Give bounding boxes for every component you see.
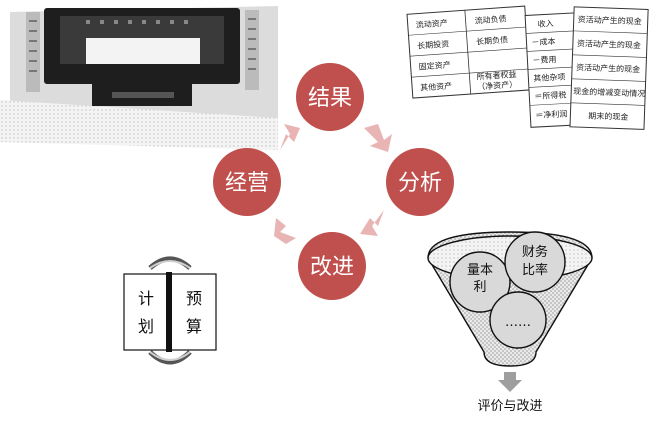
book-label-plan-2: 划 <box>138 317 154 336</box>
bs-right-1: 流动负债 <box>474 13 507 25</box>
bs-right-2: 长期负债 <box>476 34 509 46</box>
funnel-label-cvp-2: 利 <box>473 280 486 295</box>
is-row-6: ＝净利润 <box>535 108 567 120</box>
book-label-budget-1: 预 <box>186 289 202 308</box>
cf-row-5: 期末的现金 <box>588 110 628 121</box>
cf-row-2: 资活动产生的现金 <box>577 38 641 50</box>
cf-row-4: 现金的增减变动情况 <box>573 86 645 99</box>
is-row-1: 收入 <box>537 18 554 29</box>
financial-statements: 流动资产 长期投资 固定资产 其他资产 流动负债 长期负债 所有者权益 （净资产… <box>406 5 649 130</box>
funnel-circle-ratio: 财务 比率 <box>504 231 566 293</box>
monitor-photo <box>0 6 278 150</box>
funnel-output-arrow-icon <box>498 372 522 392</box>
arrow-operation-to-result-icon <box>280 124 300 150</box>
funnel-label-ratio-1: 财务 <box>522 244 548 260</box>
analysis-funnel: 量本 利 财务 比率 …… 评价与改进 <box>427 231 593 414</box>
book-label-budget-2: 算 <box>186 317 202 336</box>
cycle-node-improve: 改进 <box>298 232 366 300</box>
is-row-4: 其他杂项 <box>533 71 565 83</box>
funnel-output-label: 评价与改进 <box>477 399 542 414</box>
cycle-label-result: 结果 <box>308 86 352 111</box>
book-label-plan-1: 计 <box>138 289 154 308</box>
bs-left-2: 长期投资 <box>417 38 450 50</box>
cycle-label-improve: 改进 <box>310 255 354 280</box>
funnel-circle-cvp: 量本 利 <box>449 251 511 313</box>
cycle-label-analysis: 分析 <box>398 171 442 196</box>
balance-sheet: 流动资产 长期投资 固定资产 其他资产 流动负债 长期负债 所有者权益 （净资产… <box>406 5 532 99</box>
funnel-label-third: …… <box>505 315 531 330</box>
arrow-analysis-to-improve-icon <box>360 210 384 236</box>
cycle-node-result: 结果 <box>296 63 364 131</box>
funnel-label-ratio-2: 比率 <box>522 262 548 278</box>
funnel-circle-third: …… <box>489 291 547 349</box>
funnel-label-cvp-1: 量本 <box>467 263 493 278</box>
income-statement: 收入 －成本 －费用 其他杂项 ＝所得税 ＝净利润 <box>524 12 582 128</box>
cycle-arrows <box>274 124 392 244</box>
cashflow-statement: 资活动产生的现金 资活动产生的现金 资活动产生的现金 现金的增减变动情况 期末的… <box>569 6 649 130</box>
cf-row-1: 资活动产生的现金 <box>578 14 642 26</box>
bs-right-3: 所有者权益 <box>476 69 517 82</box>
cycle-label-operation: 经营 <box>225 171 269 196</box>
cycle-node-operation: 经营 <box>213 148 281 216</box>
bs-left-4: 其他资产 <box>420 80 453 92</box>
bs-right-4: （净资产） <box>477 79 518 92</box>
arrow-result-to-analysis-icon <box>364 124 392 152</box>
plan-budget-book: 计 划 预 算 <box>123 256 217 365</box>
is-row-2: －成本 <box>531 36 555 47</box>
is-row-5: ＝所得税 <box>534 89 566 101</box>
cf-row-3: 资活动产生的现金 <box>576 62 640 74</box>
arrow-improve-to-operation-icon <box>274 218 296 244</box>
is-row-3: －费用 <box>532 54 556 65</box>
bs-left-1: 流动资产 <box>415 17 448 29</box>
cycle-node-analysis: 分析 <box>386 148 454 216</box>
bs-left-3: 固定资产 <box>418 59 451 71</box>
